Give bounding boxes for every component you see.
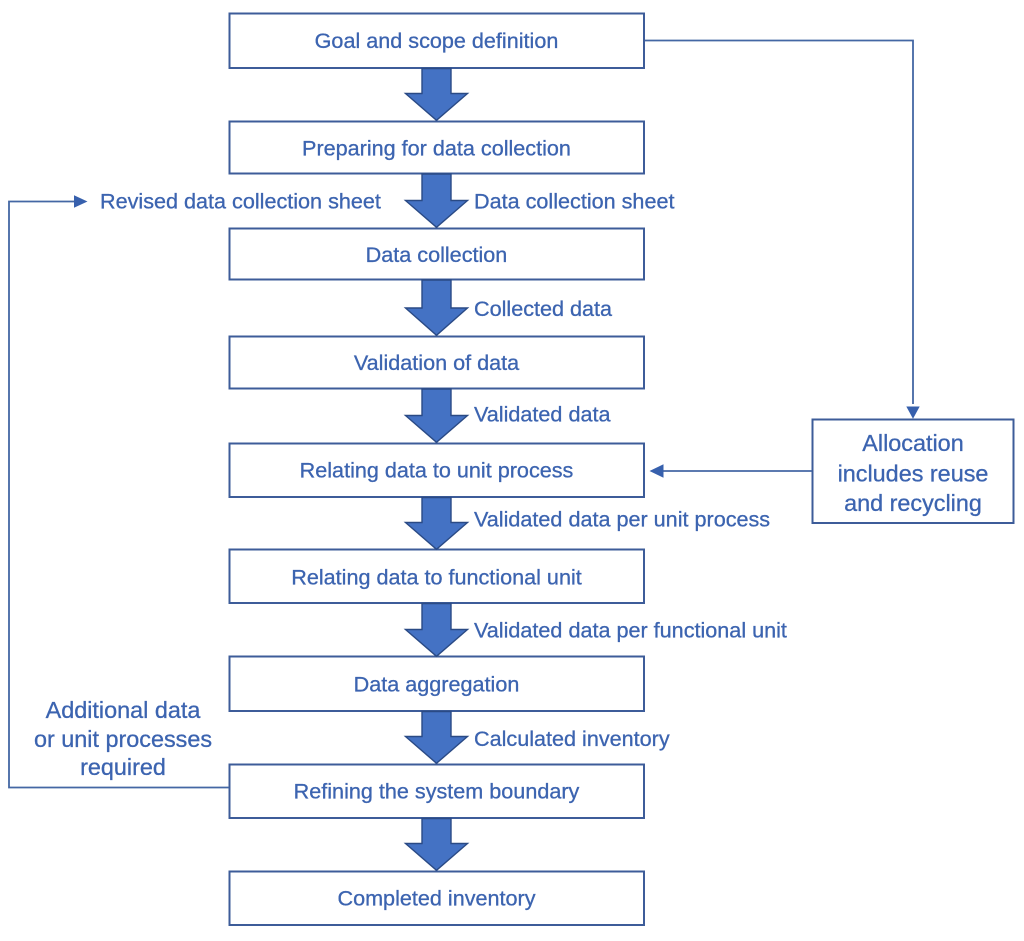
svg-text:Completed inventory: Completed inventory bbox=[337, 886, 535, 911]
svg-text:Data collection: Data collection bbox=[366, 242, 508, 267]
svg-text:Validated data per unit proces: Validated data per unit process bbox=[474, 507, 770, 532]
svg-text:Collected data: Collected data bbox=[474, 296, 613, 321]
svg-text:Calculated inventory: Calculated inventory bbox=[474, 726, 670, 751]
svg-text:Preparing for data collection: Preparing for data collection bbox=[302, 136, 571, 161]
svg-text:and recycling: and recycling bbox=[844, 490, 982, 516]
svg-text:Goal and scope definition: Goal and scope definition bbox=[315, 28, 559, 53]
svg-text:Relating data to unit process: Relating data to unit process bbox=[300, 458, 574, 483]
svg-text:or unit processes: or unit processes bbox=[34, 726, 212, 752]
svg-text:Additional data: Additional data bbox=[46, 697, 202, 723]
svg-text:Validation of data: Validation of data bbox=[354, 350, 520, 375]
svg-text:Refining the system boundary: Refining the system boundary bbox=[294, 779, 580, 804]
svg-text:Data aggregation: Data aggregation bbox=[354, 672, 520, 697]
svg-text:Relating data to functional un: Relating data to functional unit bbox=[291, 565, 582, 590]
svg-text:includes reuse: includes reuse bbox=[838, 461, 989, 487]
svg-text:Validated data: Validated data bbox=[474, 402, 611, 427]
svg-text:Revised data collection sheet: Revised data collection sheet bbox=[100, 189, 381, 214]
svg-text:Data collection sheet: Data collection sheet bbox=[474, 189, 674, 214]
svg-text:Validated data per functional: Validated data per functional unit bbox=[474, 618, 787, 643]
svg-text:required: required bbox=[80, 754, 166, 780]
svg-text:Allocation: Allocation bbox=[862, 430, 963, 456]
